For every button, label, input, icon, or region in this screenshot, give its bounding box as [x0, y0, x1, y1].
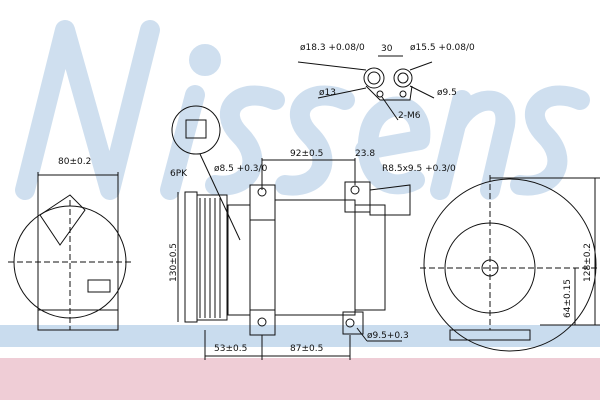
- dim-pulley-offset: 53±0.5: [214, 344, 248, 354]
- watermark-letter-n2: [430, 90, 516, 200]
- dim-pulley: 6PK: [170, 169, 188, 179]
- dim-height-left: 130±0.5: [169, 242, 179, 282]
- watermark-letter-e: [355, 96, 431, 195]
- port-detail: [297, 55, 435, 121]
- dim-left-width: 80±0.2: [58, 157, 92, 167]
- side-view: [177, 158, 411, 360]
- dim-port-right-inner: ø9.5: [437, 88, 457, 98]
- dim-center-height: 64±0.15: [563, 278, 573, 318]
- dim-mount-hole: ø8.5 +0.3/0: [214, 164, 268, 174]
- watermark-letter-n: [15, 20, 160, 200]
- dim-port-left-inner: ø13: [319, 88, 336, 98]
- dim-offset: 23.8: [355, 149, 376, 159]
- watermark-letter-s2: [275, 85, 355, 196]
- dim-port-left: ø18.3 +0.08/0: [300, 43, 365, 53]
- pink-band: [0, 358, 600, 400]
- dim-bottom-hole: ø9.5+0.3: [367, 331, 409, 341]
- dim-bolt: 2-M6: [398, 111, 421, 121]
- rear-view: [420, 175, 600, 352]
- dim-slot: R8.5x9.5 +0.3/0: [382, 164, 456, 174]
- front-view-left: [8, 172, 132, 331]
- dim-length-bottom: 87±0.5: [290, 344, 324, 354]
- dim-length-top: 92±0.5: [290, 149, 324, 159]
- dim-port-right: ø15.5 +0.08/0: [410, 43, 475, 53]
- watermark-letter-i: [160, 85, 205, 200]
- connector-detail: [171, 105, 241, 241]
- watermark-letter-s3: [510, 85, 590, 196]
- dim-height-right: 128±0.2: [583, 242, 593, 282]
- dim-port-spacing: 30: [381, 44, 393, 54]
- watermark-letter-s1: [205, 85, 285, 196]
